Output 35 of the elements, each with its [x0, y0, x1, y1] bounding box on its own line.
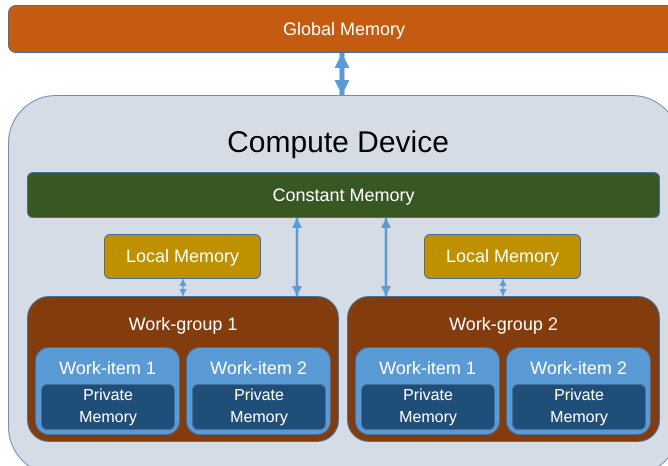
- memory-bar: [8, 5, 668, 53]
- private-memory-box: [192, 384, 326, 430]
- work-group-box: [347, 296, 660, 442]
- arrow: [334, 53, 350, 95]
- memory-label: Local Memory: [126, 245, 240, 268]
- work-item-box: [506, 347, 651, 435]
- work-item-label: Work-item 1: [58, 357, 157, 379]
- arrow: [179, 279, 187, 296]
- memory-label: Private Memory: [398, 386, 458, 428]
- memory-box: [104, 234, 261, 279]
- private-memory-box: [41, 384, 175, 430]
- work-item-label: Work-item 2: [529, 357, 628, 379]
- arrow: [499, 279, 507, 296]
- work-item-label: Work-item 1: [378, 357, 477, 379]
- work-group-box: [27, 296, 339, 442]
- memory-label: Local Memory: [446, 245, 560, 268]
- private-memory-box: [361, 384, 495, 430]
- arrow: [381, 218, 391, 296]
- memory-label: Private Memory: [549, 386, 609, 428]
- memory-label: Private Memory: [78, 386, 138, 428]
- memory-label: Constant Memory: [272, 184, 415, 207]
- memory-label: Private Memory: [229, 386, 289, 428]
- device-panel: [8, 95, 668, 466]
- memory-label: Global Memory: [282, 18, 406, 41]
- device-title: Compute Device: [226, 125, 450, 161]
- private-memory-box: [512, 384, 646, 430]
- work-item-label: Work-item 2: [209, 357, 308, 379]
- work-item-box: [355, 347, 500, 435]
- memory-bar: [27, 172, 660, 218]
- work-group-label: Work-group 2: [448, 313, 559, 336]
- work-group-label: Work-group 1: [128, 313, 238, 336]
- work-item-box: [35, 347, 180, 435]
- memory-box: [424, 234, 581, 279]
- arrow: [292, 218, 302, 296]
- work-item-box: [186, 347, 331, 435]
